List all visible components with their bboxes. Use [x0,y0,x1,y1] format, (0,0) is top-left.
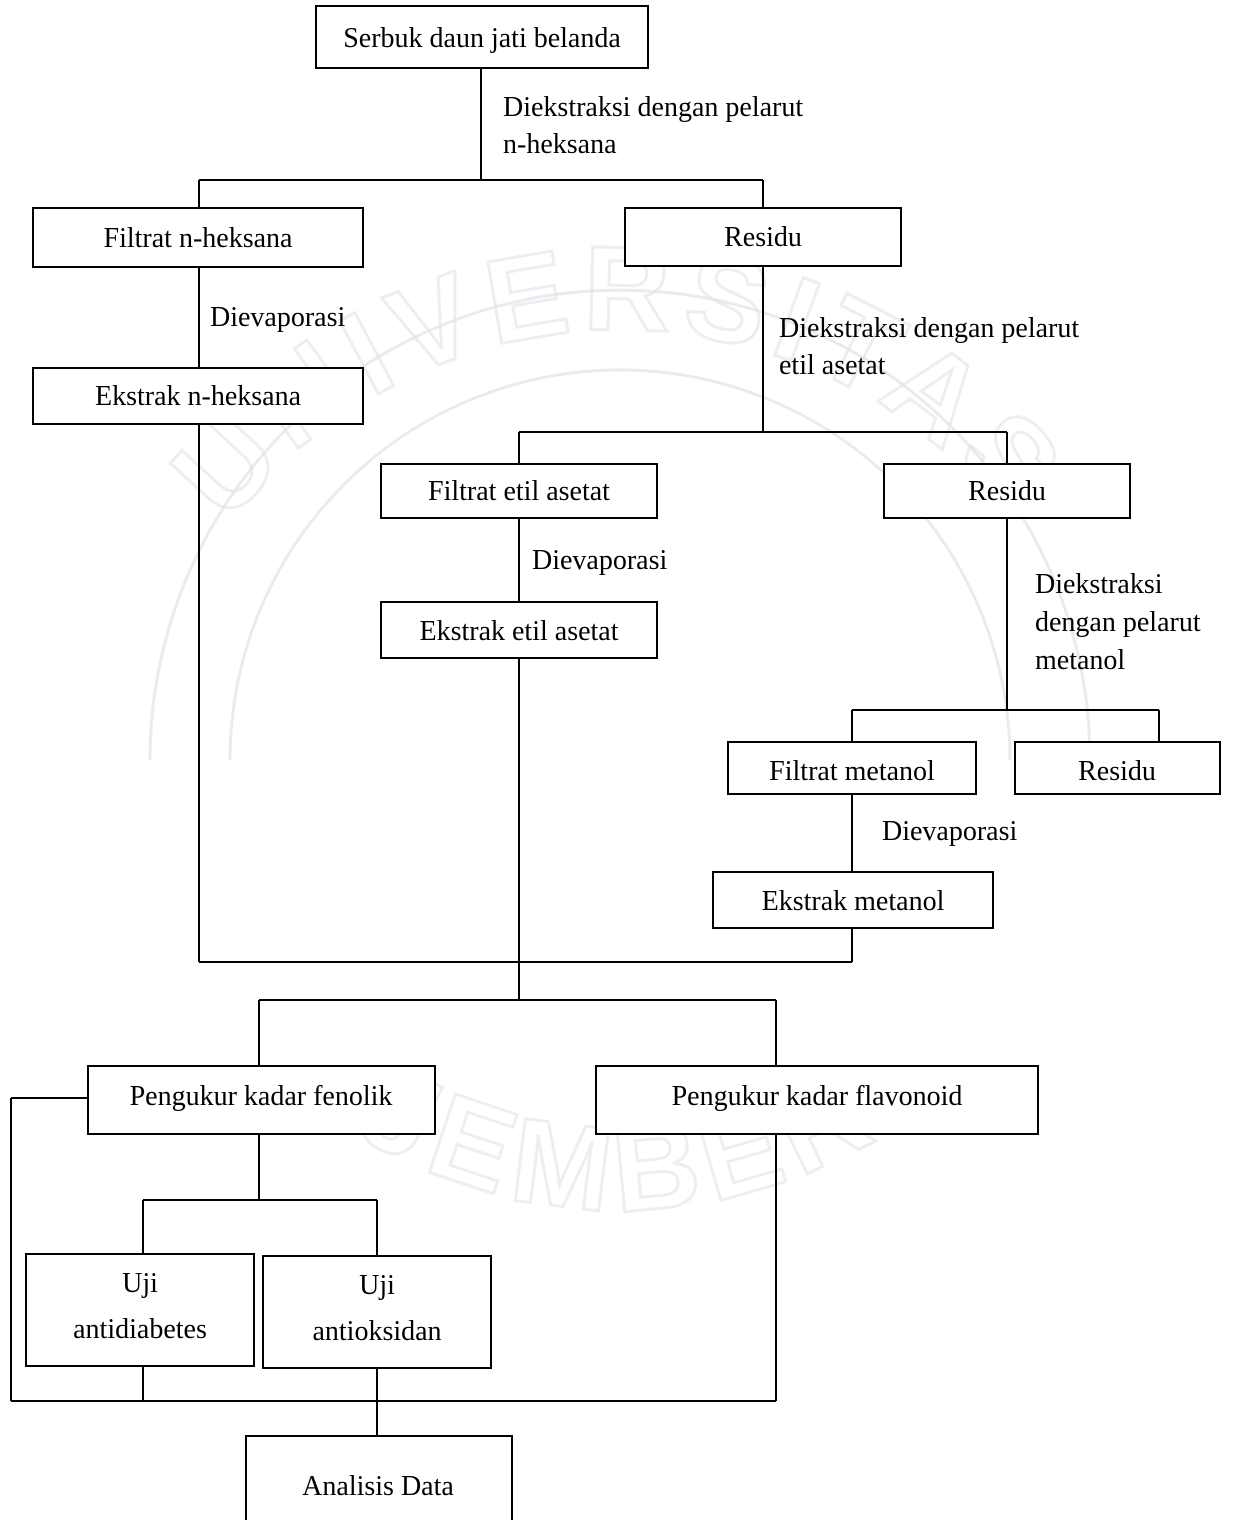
node-antioksidan-label-line2: antioksidan [312,1316,441,1347]
node-residu-1-label: Residu [724,222,802,253]
node-filtrat-heksana-label: Filtrat n-heksana [104,223,294,254]
connectors [10,68,1160,1436]
label-ekstraksi-metanol-line3: metanol [1035,645,1125,676]
node-antidiabetes-box [25,1253,255,1367]
node-filtrat-etil-box [380,463,658,519]
node-ekstrak-heksana-box [32,367,364,425]
node-flavonoid-label: Pengukur kadar flavonoid [672,1081,963,1112]
node-ekstrak-heksana-label: Ekstrak n-heksana [95,381,302,412]
node-ekstrak-etil-label: Ekstrak etil asetat [419,616,618,647]
label-evaporasi-2: Dievaporasi [532,545,668,576]
node-filtrat-heksana-box [32,207,364,268]
label-ekstraksi-etil-line1: Diekstraksi dengan pelarut [779,313,1079,344]
node-residu-2-box [883,463,1131,519]
node-flavonoid-box [595,1065,1039,1135]
label-ekstraksi-etil-line2: etil asetat [779,350,886,381]
node-antidiabetes-label-line1: Uji [122,1268,158,1299]
node-serbuk-box [315,5,649,69]
node-filtrat-metanol-box [727,741,977,795]
node-ekstrak-metanol-box [712,871,994,929]
node-antioksidan-box [262,1255,492,1369]
node-residu-2-label: Residu [968,476,1046,507]
node-residu-1-box [624,207,902,267]
node-ekstrak-metanol-label: Ekstrak metanol [762,886,945,917]
node-fenolik-label: Pengukur kadar fenolik [130,1081,393,1112]
node-fenolik-box [87,1065,436,1135]
label-evaporasi-3: Dievaporasi [882,816,1018,847]
node-filtrat-metanol-label: Filtrat metanol [769,756,935,787]
label-ekstraksi-metanol-line2: dengan pelarut [1035,607,1201,638]
node-analisis-label: Analisis Data [302,1471,454,1502]
label-ekstraksi-heksana-line1: Diekstraksi dengan pelarut [503,92,803,123]
label-ekstraksi-metanol-line1: Diekstraksi [1035,569,1163,600]
node-serbuk-label: Serbuk daun jati belanda [343,23,621,54]
label-evaporasi-1: Dievaporasi [210,302,346,333]
node-residu-3-label: Residu [1078,756,1156,787]
node-ekstrak-etil-box [380,601,658,659]
node-antidiabetes-label-line2: antidiabetes [73,1314,207,1345]
node-antioksidan-label-line1: Uji [359,1270,395,1301]
label-ekstraksi-heksana-line2: n-heksana [503,129,617,160]
node-filtrat-etil-label: Filtrat etil asetat [428,476,610,507]
node-residu-3-box [1014,741,1221,795]
node-analisis-box [245,1435,513,1520]
